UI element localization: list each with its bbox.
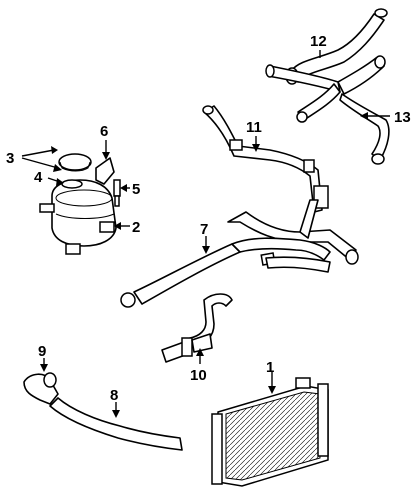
hose-8: [49, 397, 183, 451]
radiator-1: [211, 377, 329, 487]
bracket-6: [95, 157, 115, 185]
callout-1: 1: [266, 359, 274, 376]
callout-5: 5: [132, 181, 140, 198]
coolant-pipe-7: [120, 199, 359, 308]
callout-8: 8: [110, 387, 118, 404]
callout-3: 3: [6, 150, 14, 167]
callout-10: 10: [190, 367, 207, 384]
coolant-pipe-11: [202, 105, 329, 213]
callout-7: 7: [200, 221, 208, 238]
expansion-tank-2: [39, 179, 117, 255]
cap-seal-4: [61, 179, 83, 189]
hose-10: [161, 293, 233, 363]
level-sensor-5: [113, 179, 121, 207]
callout-arrows: [21, 50, 390, 418]
callout-6: 6: [100, 123, 108, 140]
callout-9: 9: [38, 343, 46, 360]
callout-4: 4: [34, 169, 43, 186]
reservoir-cap-3: [58, 153, 92, 172]
callout-11: 11: [246, 119, 262, 136]
callout-2: 2: [132, 219, 140, 236]
y-hose-13: [265, 55, 390, 165]
callout-12: 12: [310, 33, 327, 50]
fitting-9: [23, 372, 59, 405]
callout-13: 13: [394, 109, 411, 126]
